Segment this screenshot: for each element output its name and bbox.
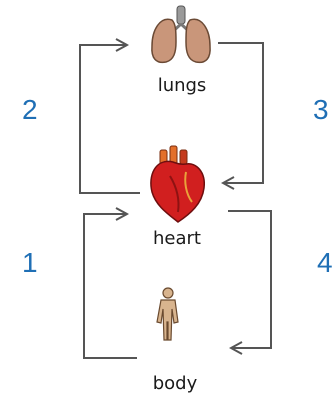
step-2-label: 2: [22, 95, 38, 125]
arrow-heart-to-lungs: [80, 45, 140, 193]
body-icon: [157, 288, 178, 340]
lungs-icon: [152, 6, 210, 62]
arrow-lungs-to-heart: [218, 43, 263, 183]
arrow-heart-to-body: [228, 211, 271, 348]
heart-label: heart: [137, 228, 217, 250]
step-1-label: 1: [22, 248, 38, 278]
body-label: body: [135, 373, 215, 395]
arrow-body-to-heart: [84, 214, 137, 358]
step-3-label: 3: [313, 95, 329, 125]
heart-icon: [151, 146, 204, 222]
step-4-label: 4: [317, 248, 333, 278]
lungs-label: lungs: [142, 75, 222, 97]
